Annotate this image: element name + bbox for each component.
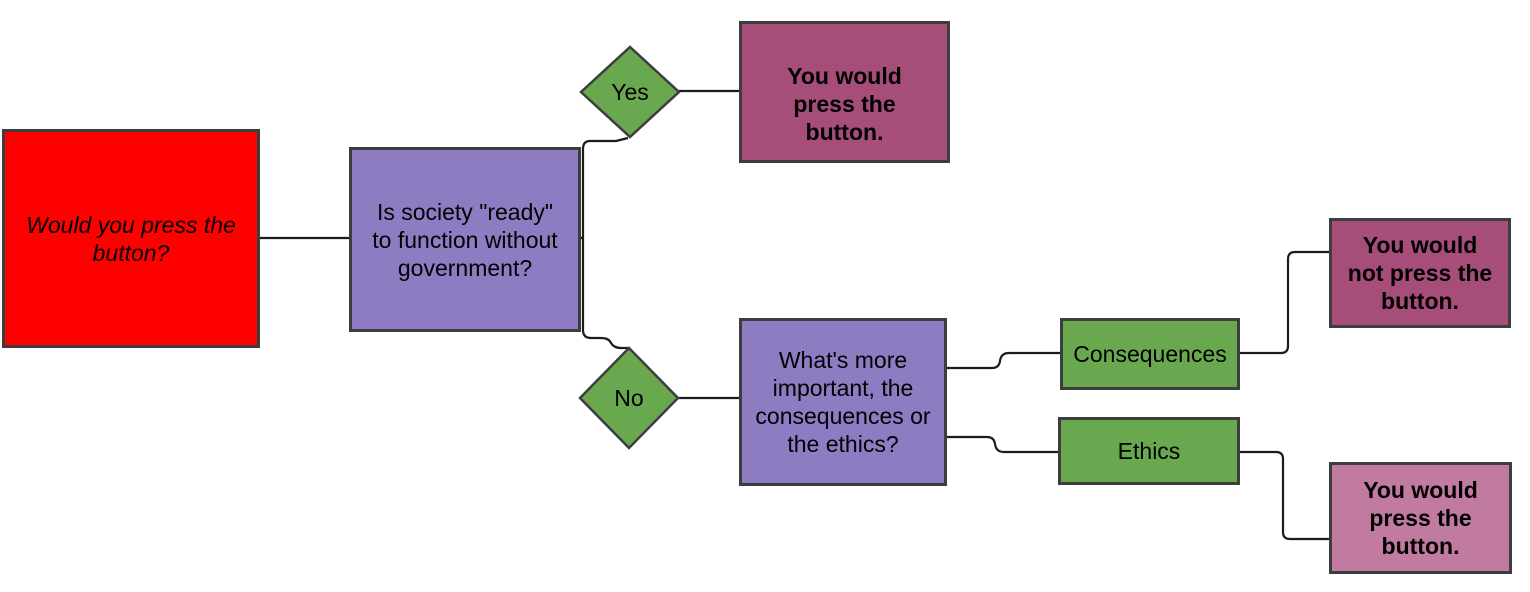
- decision-diamond-yes: [579, 45, 681, 139]
- node-outcome-yes-label: You would press the button.: [787, 63, 902, 145]
- node-outcome-press-button-ethics: You would press the button.: [1329, 462, 1512, 574]
- node-ethics-label: Ethics: [1117, 438, 1181, 464]
- node-outcome-not-press-button: You would not press the button.: [1329, 218, 1511, 328]
- node-outcome-press-button: You would press the button.: [739, 21, 950, 163]
- node-outcome-consequences-label: You would not press the button.: [1347, 232, 1493, 314]
- decision-yes-label: Yes: [611, 79, 649, 105]
- node-start-label: Would you press the button?: [26, 211, 236, 266]
- node-branch-ethics: Ethics: [1058, 417, 1240, 485]
- connector-q1-no: [581, 236, 629, 350]
- node-branch-consequences: Consequences: [1060, 318, 1240, 390]
- node-outcome-ethics-label: You would press the button.: [1363, 477, 1478, 559]
- node-q1-label: Is society "ready" to function without g…: [372, 198, 558, 281]
- node-start-question: Would you press the button?: [2, 129, 260, 348]
- connector-consequences-outcome: [1240, 250, 1329, 355]
- connector-q2-ethics: [947, 435, 1058, 454]
- node-q2-label: What's more important, the consequences …: [755, 347, 931, 457]
- node-consequences-label: Consequences: [1073, 341, 1227, 367]
- decision-diamond-no: [578, 346, 680, 450]
- connector-q1-yes: [581, 136, 629, 240]
- node-question-society-ready: Is society "ready" to function without g…: [349, 147, 581, 332]
- decision-no-label: No: [614, 385, 644, 411]
- connector-ethics-outcome: [1240, 450, 1329, 541]
- node-question-consequences-or-ethics: What's more important, the consequences …: [739, 318, 947, 486]
- connector-q2-consequences: [947, 351, 1060, 370]
